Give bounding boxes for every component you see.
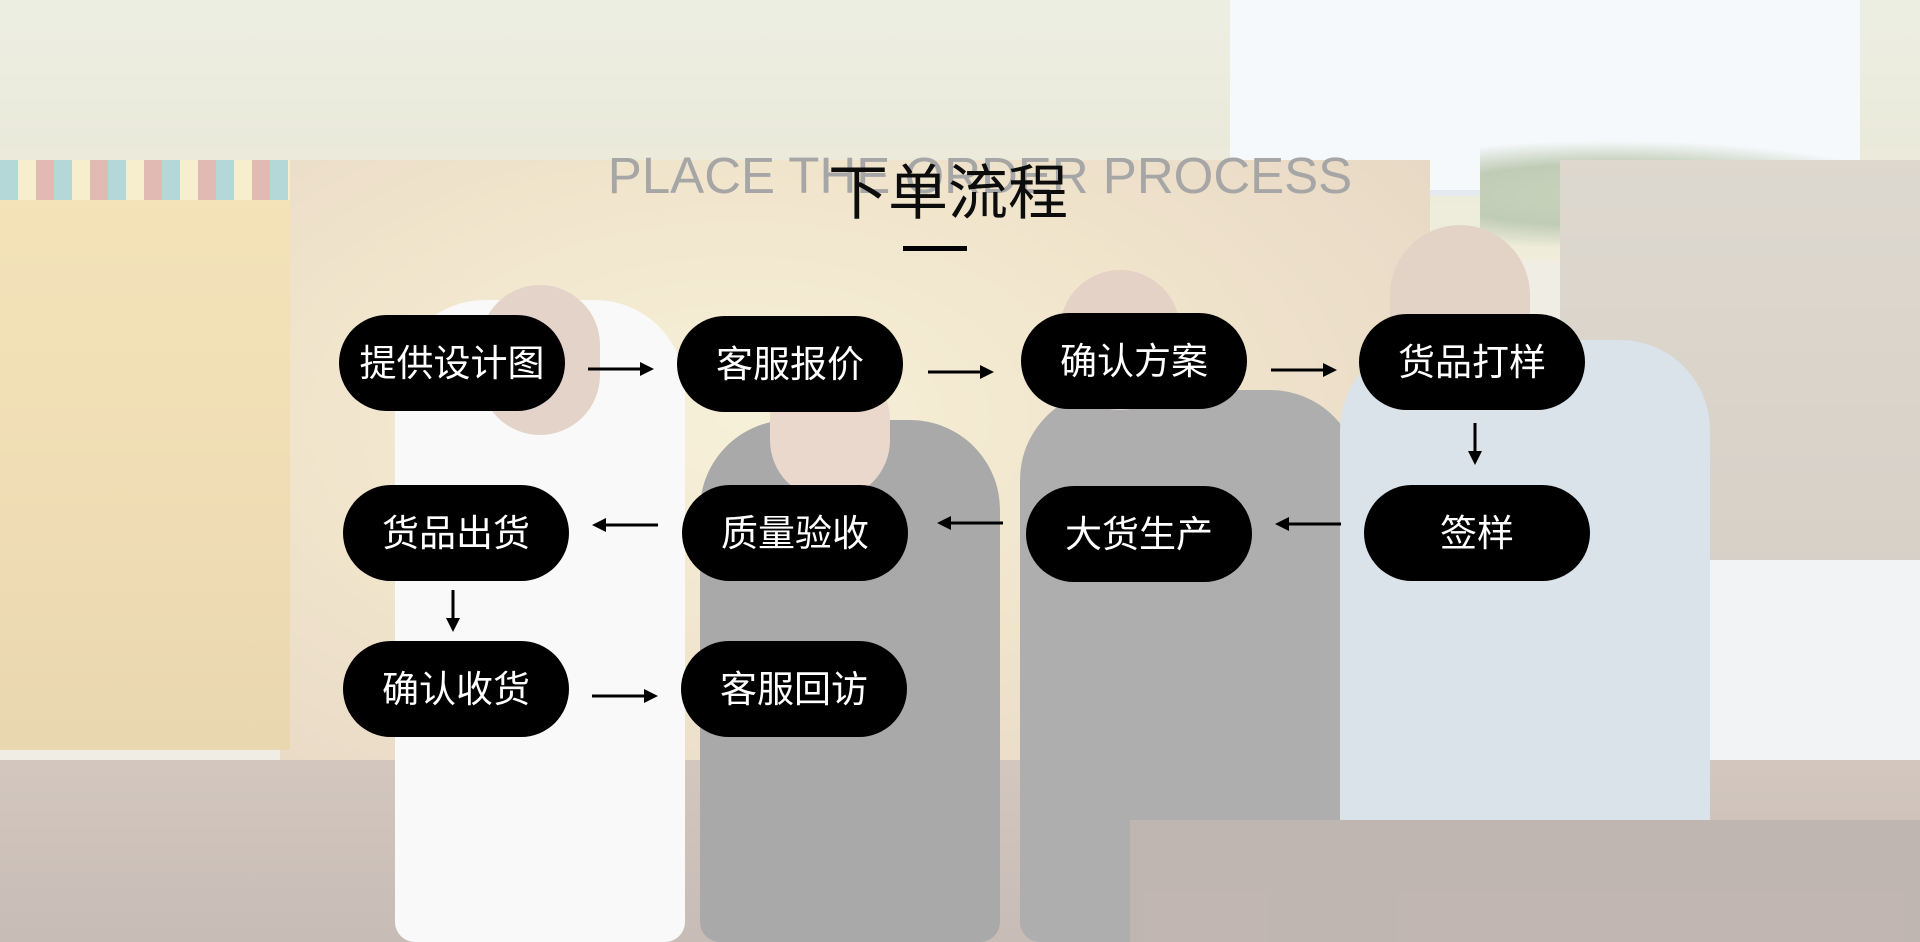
- title-underline: [903, 246, 967, 251]
- page-title: 下单流程: [0, 158, 1896, 230]
- arrow-right-icon: [588, 359, 654, 379]
- arrow-down-icon: [443, 590, 463, 632]
- arrow-right-icon: [1271, 360, 1337, 380]
- step-service-quote: 客服报价: [677, 316, 903, 412]
- step-quality-inspection: 质量验收: [682, 485, 908, 581]
- arrow-down-icon: [1465, 423, 1485, 465]
- arrow-left-icon: [1275, 514, 1341, 534]
- arrow-right-icon: [592, 686, 658, 706]
- arrow-left-icon: [592, 515, 658, 535]
- arrow-right-icon: [928, 362, 994, 382]
- arrow-left-icon: [937, 513, 1003, 533]
- step-mass-production: 大货生产: [1026, 486, 1252, 582]
- step-confirm-plan: 确认方案: [1021, 313, 1247, 409]
- step-service-followup: 客服回访: [681, 641, 907, 737]
- step-sample-making: 货品打样: [1359, 314, 1585, 410]
- step-confirm-receipt: 确认收货: [343, 641, 569, 737]
- step-provide-design: 提供设计图: [339, 315, 565, 411]
- step-shipment: 货品出货: [343, 485, 569, 581]
- step-sign-sample: 签样: [1364, 485, 1590, 581]
